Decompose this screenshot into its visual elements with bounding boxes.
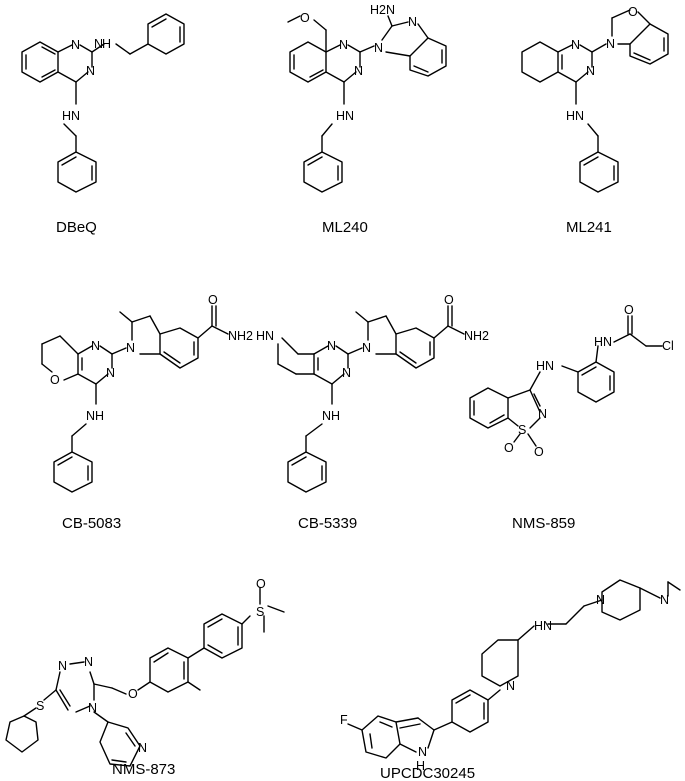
upcdc-atom-n-indole: N — [418, 745, 427, 759]
ml241-atom-o: O — [628, 5, 638, 19]
ml240-atom-n2: N — [339, 38, 348, 52]
nms859-atom-o2: O — [534, 445, 544, 459]
nms873-atom-o-ether: O — [128, 687, 138, 701]
cb5083-atom-nh: NH — [86, 409, 104, 423]
cb5083-atom-n3: N — [106, 366, 115, 380]
cb5339-atom-n2: N — [362, 341, 371, 355]
cb5339-atom-h: H — [256, 329, 265, 343]
cb5339-atom-n3: N — [342, 366, 351, 380]
upcdc-atom-n-piperazine1: N — [596, 593, 605, 607]
compound-label-ml240: ML240 — [322, 219, 368, 236]
nms859-atom-hn: HN — [536, 359, 554, 373]
cb5083-atom-o-ring: O — [50, 373, 60, 387]
ml240-atom-o: O — [300, 11, 310, 25]
compound-label-ml241: ML241 — [566, 219, 612, 236]
compound-label-nms873: NMS-873 — [112, 761, 175, 778]
cb5083-atom-n2: N — [126, 341, 135, 355]
ml241-atom-n2: N — [606, 37, 615, 51]
cb5339-atom-nh2: NH2 — [464, 329, 489, 343]
nms873-atom-n-pyridine: N — [138, 741, 147, 755]
ml240-atom-h2n: H2N — [370, 3, 395, 17]
cb5339-atom-nh: NH — [322, 409, 340, 423]
structure-nms873: O S N N N O S N NMS-873 — [5, 577, 285, 778]
upcdc-atom-hn: HN — [534, 619, 552, 633]
upcdc-atom-h-indole: H — [416, 759, 425, 773]
nms859-atom-hn-amide: HN — [594, 335, 612, 349]
dbeq-atom-hn: HN — [62, 109, 80, 123]
structure-ml240: O H2N N N N N HN ML240 — [287, 3, 447, 236]
ml240-atom-n4: N — [354, 64, 363, 78]
upcdc-atom-n-piperidine: N — [506, 679, 515, 693]
cb5083-atom-nh2: NH2 — [228, 329, 253, 343]
compound-label-cb5339: CB-5339 — [298, 515, 357, 532]
cb5083-atom-o-amide: O — [208, 293, 218, 307]
ml241-atom-n1: N — [571, 38, 580, 52]
structure-dbeq: N N H N HN DBeQ — [21, 13, 185, 236]
ml240-atom-n1: N — [408, 15, 417, 29]
cb5339-atom-n1: N — [327, 339, 336, 353]
compound-label-upcdc30245: UPCDC30245 — [380, 765, 475, 781]
structure-nms859: O HN Cl HN N S O O NMS-859 — [469, 303, 674, 532]
compound-label-cb5083: CB-5083 — [62, 515, 121, 532]
nms873-atom-s-thio: S — [36, 699, 44, 713]
nms873-atom-n1: N — [84, 655, 93, 669]
dbeq-atom-n3: N — [94, 37, 103, 51]
structure-ml241: O N N N HN ML241 — [521, 5, 669, 236]
compound-label-nms859: NMS-859 — [512, 515, 575, 532]
nms873-atom-s-sulfonyl: S — [256, 605, 264, 619]
ml241-atom-hn: HN — [566, 109, 584, 123]
ml240-atom-n3: N — [374, 41, 383, 55]
structure-upcdc30245: HN N N N F N H UPCDC30245 — [340, 579, 681, 781]
upcdc-atom-f: F — [340, 713, 348, 727]
cb5083-atom-n1: N — [91, 339, 100, 353]
nms859-atom-o1: O — [504, 441, 514, 455]
structure-cb5083: O NH2 N N N O NH CB-5083 — [41, 293, 253, 532]
structure-cb5339: O NH2 H N N N N NH CB-5339 — [256, 293, 489, 532]
nms859-atom-n: N — [538, 407, 547, 421]
ml240-atom-hn: HN — [336, 109, 354, 123]
nms873-atom-n2: N — [58, 659, 67, 673]
nms859-atom-cl: Cl — [662, 339, 674, 353]
nms859-atom-s: S — [518, 423, 526, 437]
dbeq-atom-nh: H — [102, 37, 111, 51]
nms859-atom-o: O — [624, 303, 634, 317]
dbeq-atom-n1: N — [71, 38, 80, 52]
cb5339-atom-n-ring: N — [265, 329, 274, 343]
compound-label-dbeq: DBeQ — [56, 219, 97, 236]
nms873-atom-o-top: O — [256, 577, 266, 591]
nms873-atom-n3: N — [88, 701, 97, 715]
ml241-atom-n3: N — [586, 64, 595, 78]
dbeq-atom-n2: N — [86, 64, 95, 78]
upcdc-atom-n-piperazine2: N — [660, 593, 669, 607]
cb5339-atom-o: O — [444, 293, 454, 307]
